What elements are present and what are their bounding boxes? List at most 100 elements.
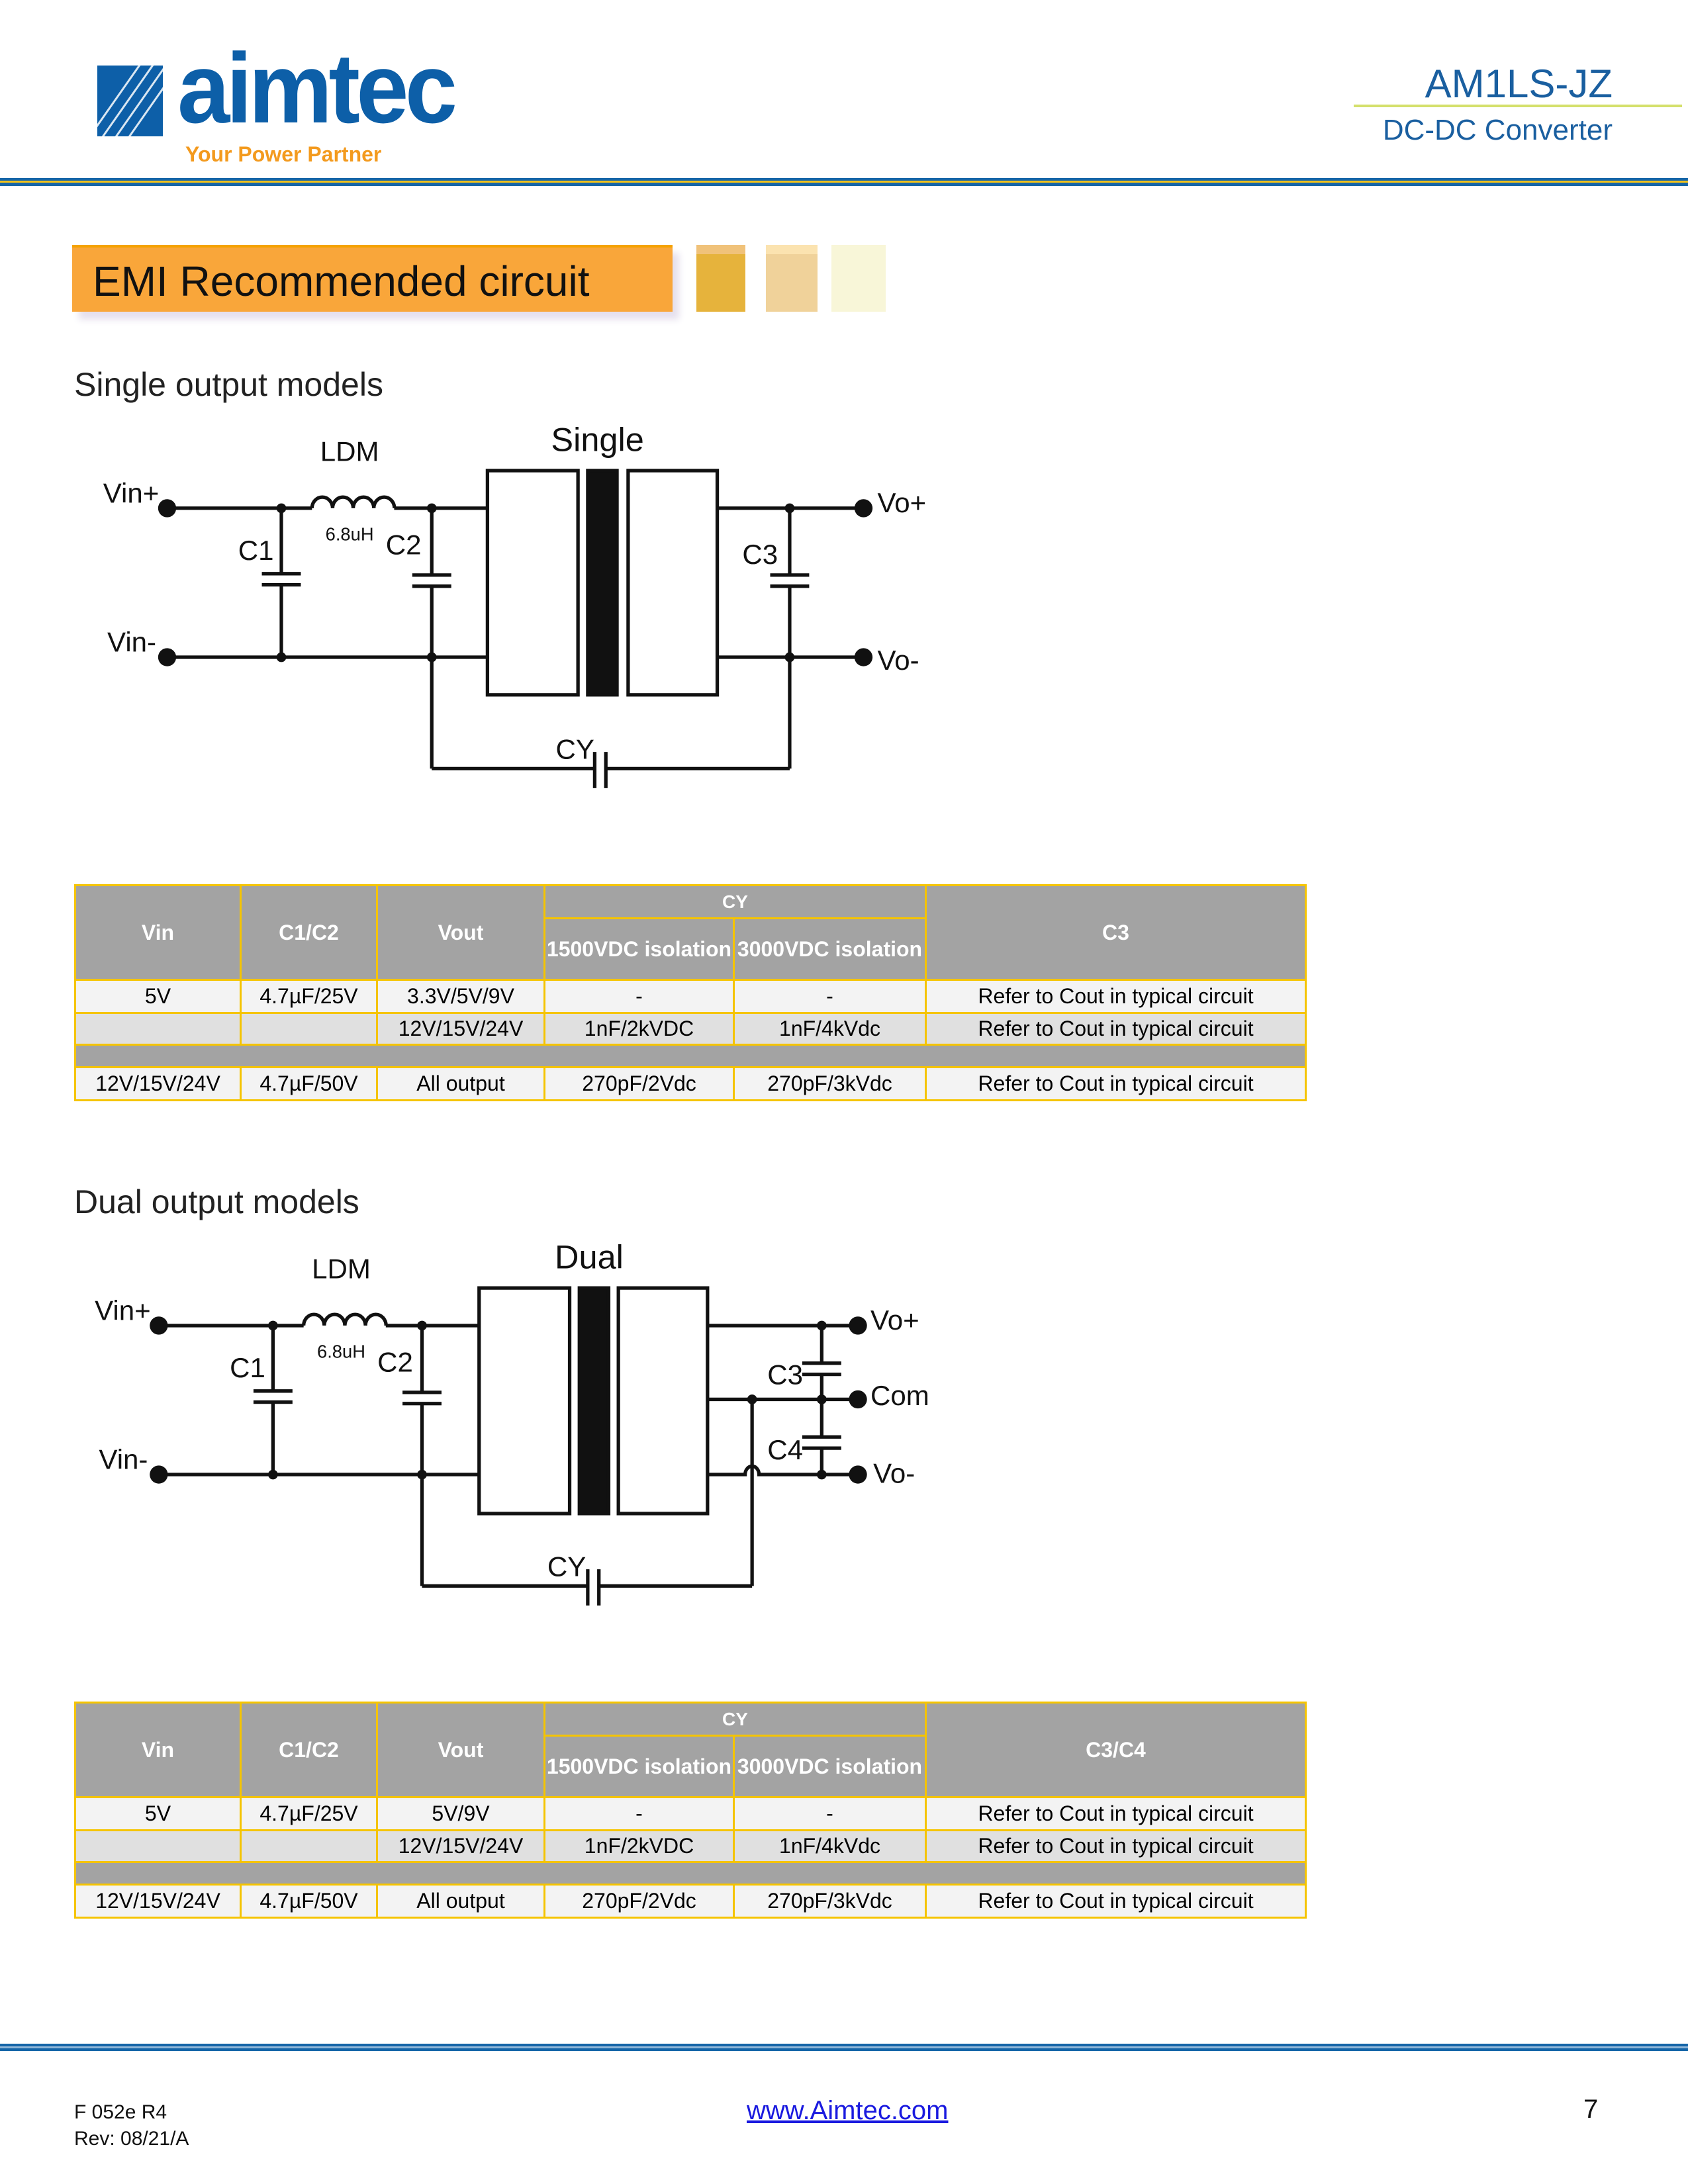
decor-square (831, 245, 886, 312)
ldm-label: LDM (312, 1253, 371, 1284)
header-cy-1500: 1500VDC isolation (543, 917, 735, 981)
c2-label: C2 (386, 529, 422, 560)
header-rule (0, 181, 1688, 183)
inductor-ldm (302, 1312, 388, 1326)
header-vout: Vout (376, 1702, 545, 1798)
aimtec-logo-mark (97, 66, 163, 136)
cell: Refer to Cout in typical circuit (925, 1829, 1307, 1863)
dual-circuit-labels: Dual Vin+ Vin- LDM 6.8uH C1 C2 C3 C4 CY … (95, 1238, 929, 1582)
single-circuit (158, 469, 873, 788)
header-cy-1500: 1500VDC isolation (543, 1735, 735, 1798)
vo-neg-label: Vo- (873, 1458, 915, 1489)
header-cy: CY (543, 1702, 927, 1737)
cell: 12V/15V/24V (74, 1884, 242, 1919)
decor-square (696, 245, 745, 312)
footer-rule (0, 2046, 1688, 2048)
header-vout: Vout (376, 884, 545, 981)
cell: Refer to Cout in typical circuit (925, 1884, 1307, 1919)
c1-label: C1 (238, 535, 274, 566)
section-banner (72, 245, 673, 312)
vo-neg-label: Vo- (877, 645, 919, 676)
footer-rule (0, 2048, 1688, 2051)
vin-pos-label: Vin+ (95, 1295, 151, 1326)
block-label: Single (551, 421, 643, 459)
header-divider (1354, 105, 1682, 107)
cell: 1nF/2kVDC (543, 1012, 735, 1046)
c4-label: C4 (767, 1434, 803, 1465)
cy-label: CY (547, 1551, 586, 1582)
cell: 5V/9V (376, 1796, 545, 1831)
cell: - (733, 979, 927, 1014)
header-rule (0, 178, 1688, 181)
header-rule (0, 183, 1688, 186)
section-title: EMI Recommended circuit (93, 257, 590, 305)
c2-label: C2 (377, 1346, 413, 1377)
cell: 270pF/3kVdc (733, 1884, 927, 1919)
cell: 12V/15V/24V (74, 1066, 242, 1101)
cell: Refer to Cout in typical circuit (925, 1066, 1307, 1101)
cell: Refer to Cout in typical circuit (925, 979, 1307, 1014)
revision: Rev: 08/21/A (74, 2128, 189, 2150)
header-c3c4: C3/C4 (925, 1702, 1307, 1798)
inductor-ldm (310, 495, 397, 509)
cell: 270pF/2Vdc (543, 1884, 735, 1919)
cell: 4.7µF/50V (240, 1884, 378, 1919)
cell: 12V/15V/24V (376, 1829, 545, 1863)
logo-tagline: Your Power Partner (185, 142, 382, 166)
header-cy-3000: 3000VDC isolation (733, 1735, 927, 1798)
header-c1c2: C1/C2 (240, 884, 378, 981)
header-vin: Vin (74, 1702, 242, 1798)
decor-square (766, 245, 818, 312)
cell: - (543, 979, 735, 1014)
cell (74, 1012, 242, 1046)
cell: 270pF/3kVdc (733, 1066, 927, 1101)
c3-label: C3 (767, 1359, 803, 1390)
cell: 5V (74, 1796, 242, 1831)
cell (74, 1829, 242, 1863)
header-c1c2: C1/C2 (240, 1702, 378, 1798)
model-number: AM1LS-JZ (1425, 62, 1613, 106)
dual-circuit (150, 1286, 867, 1606)
ldm-label: LDM (320, 435, 379, 467)
header-vin: Vin (74, 884, 242, 981)
cell: 1nF/4kVdc (733, 1012, 927, 1046)
cell: - (733, 1796, 927, 1831)
cell: 1nF/2kVDC (543, 1829, 735, 1863)
cell: - (543, 1796, 735, 1831)
header-c3: C3 (925, 884, 1307, 981)
cell (240, 1829, 378, 1863)
header-cy-3000: 3000VDC isolation (733, 917, 927, 981)
dual-heading: Dual output models (74, 1183, 359, 1220)
com-label: Com (870, 1380, 929, 1411)
c3-label: C3 (742, 539, 778, 570)
cell: All output (376, 1066, 545, 1101)
cell: 4.7µF/25V (240, 1796, 378, 1831)
cell: 12V/15V/24V (376, 1012, 545, 1046)
website-link[interactable]: www.Aimtec.com (747, 2096, 949, 2125)
single-heading: Single output models (74, 366, 383, 403)
vin-pos-label: Vin+ (103, 478, 160, 509)
cell: 3.3V/5V/9V (376, 979, 545, 1014)
cell: Refer to Cout in typical circuit (925, 1012, 1307, 1046)
footer-rule (0, 2044, 1688, 2046)
cell: 4.7µF/25V (240, 979, 378, 1014)
cell: 1nF/4kVdc (733, 1829, 927, 1863)
vo-pos-label: Vo+ (870, 1304, 919, 1336)
cell: 4.7µF/50V (240, 1066, 378, 1101)
table-separator-row (74, 1861, 1307, 1886)
vin-neg-label: Vin- (99, 1444, 148, 1475)
cell: Refer to Cout in typical circuit (925, 1796, 1307, 1831)
single-circuit-labels: Single Vin+ Vin- LDM 6.8uH C1 C2 C3 CY V… (103, 421, 926, 765)
product-type: DC-DC Converter (1382, 114, 1613, 146)
page-number: 7 (1583, 2095, 1599, 2124)
block-label: Dual (555, 1238, 624, 1276)
